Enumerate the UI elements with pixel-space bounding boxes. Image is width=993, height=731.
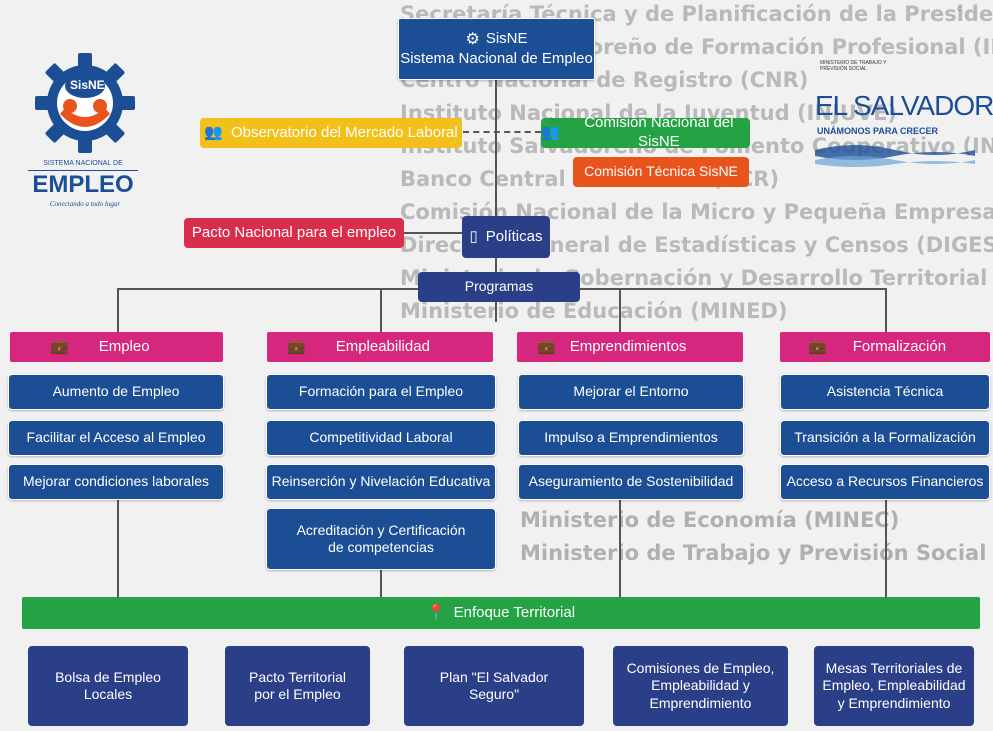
column-title: Formalización (852, 337, 947, 355)
column-header-empleabilidad: 💼 Empleabilidad (267, 332, 493, 362)
comision-tecnica-label: Comisión Técnica SisNE (584, 163, 738, 180)
program-item: Facilitar el Acceso al Empleo (8, 420, 224, 456)
territorial-item: Pacto Territorial por el Empleo (225, 646, 370, 726)
program-item: Acreditación y Certificación de competen… (266, 508, 496, 570)
sisne-full-name: Sistema Nacional de Empleo (400, 49, 593, 67)
program-item: Aseguramiento de Sostenibilidad (518, 464, 744, 500)
column-header-formalizacion: 💼 Formalización (780, 332, 990, 362)
program-item: Formación para el Empleo (266, 374, 496, 410)
sisne-logo: SisNE SISTEMA NACIONAL DE EMPLEO Conecta… (28, 48, 140, 218)
program-item: Competitividad Laboral (266, 420, 496, 456)
comision-nacional-label: Comisión Nacional del SisNE (584, 114, 734, 150)
column-header-emprendimientos: 💼 Emprendimientos (517, 332, 743, 362)
column-title: Emprendimientos (569, 337, 687, 355)
observatorio-node: 👥 Observatorio del Mercado Laboral (200, 118, 462, 148)
wave-icon (815, 145, 975, 167)
people-icon: 👥 (541, 123, 560, 141)
politicas-node: ▯ Políticas (462, 216, 550, 258)
background-text-line: Ministerio de Economía (MINEC) (520, 508, 900, 532)
location-pin-icon: 📍 (426, 603, 446, 621)
politicas-label: Políticas (485, 227, 543, 245)
gear-icon: ⚙ (465, 30, 480, 48)
logo-badge-text: SisNE (70, 78, 105, 92)
connector (380, 288, 382, 332)
column-title: Empleo (98, 337, 150, 355)
sisne-top-node: ⚙ SisNE Sistema Nacional de Empleo (398, 18, 595, 80)
pacto-label: Pacto Nacional para el empleo (191, 223, 397, 241)
program-item: Reinserción y Nivelación Educativa (266, 464, 496, 500)
column-header-empleo: 💼 Empleo (10, 332, 223, 362)
connector (619, 490, 621, 598)
sisne-name: SisNE (485, 30, 528, 48)
enfoque-territorial-bar: 📍 Enfoque Territorial (22, 597, 980, 629)
el-salvador-logo: MINISTERIO DE TRABAJO Y PREVISIÓN SOCIAL… (815, 60, 993, 180)
pacto-node: Pacto Nacional para el empleo (184, 218, 404, 248)
program-item: Mejorar condiciones laborales (8, 464, 224, 500)
slogan-text: UNÁMONOS PARA CRECER (817, 126, 939, 136)
program-item: Transición a la Formalización (780, 420, 990, 456)
briefcase-icon: 💼 (537, 337, 556, 355)
program-item: Mejorar el Entorno (518, 374, 744, 410)
background-text-line: Ministerio de Trabajo y Previsión Social (520, 541, 987, 565)
program-item: Aumento de Empleo (8, 374, 224, 410)
connector (117, 490, 119, 598)
country-text: EL SALVADOR (815, 90, 993, 121)
logo-caption-small: SISTEMA NACIONAL DE (43, 160, 123, 167)
connector (885, 288, 887, 332)
connector (117, 288, 119, 332)
territorial-item: Comisiones de Empleo, Empleabilidad y Em… (613, 646, 788, 726)
briefcase-icon: 💼 (287, 337, 306, 355)
comision-nacional-node: 👥 Comisión Nacional del SisNE (541, 114, 750, 150)
briefcase-icon: 💼 (808, 337, 827, 355)
connector (495, 80, 497, 220)
comision-tecnica-node: Comisión Técnica SisNE (573, 157, 749, 187)
dashed-connector (463, 131, 541, 133)
observatorio-label: Observatorio del Mercado Laboral (230, 123, 458, 141)
program-item: Impulso a Emprendimientos (518, 420, 744, 456)
connector (885, 490, 887, 598)
background-text-line: Ministerio de Educación (MINED) (400, 299, 788, 323)
territorial-item: Bolsa de Empleo Locales (28, 646, 188, 726)
territorial-item: Plan "El Salvador Seguro" (404, 646, 584, 726)
program-item: Asistencia Técnica (780, 374, 990, 410)
programas-label: Programas (464, 278, 534, 295)
territorial-item: Mesas Territoriales de Empleo, Empleabil… (814, 646, 974, 726)
connector (619, 288, 621, 332)
people-icon: 👥 (204, 123, 223, 141)
connector (495, 258, 497, 274)
connector (495, 300, 497, 322)
connector (404, 232, 462, 234)
logo-tagline: Conectando a todo lugar (49, 200, 121, 208)
enfoque-label: Enfoque Territorial (453, 603, 576, 621)
program-item: Acceso a Recursos Financieros (780, 464, 990, 500)
ministry-text: MINISTERIO DE TRABAJO Y PREVISIÓN SOCIAL (820, 60, 887, 72)
document-icon: ▯ (469, 227, 478, 245)
connector (380, 570, 382, 598)
column-title: Empleabilidad (335, 337, 430, 355)
programas-node: Programas (418, 272, 580, 302)
briefcase-icon: 💼 (50, 337, 69, 355)
logo-caption-big: EMPLEO (28, 170, 138, 199)
gear-logo-icon (35, 53, 135, 153)
